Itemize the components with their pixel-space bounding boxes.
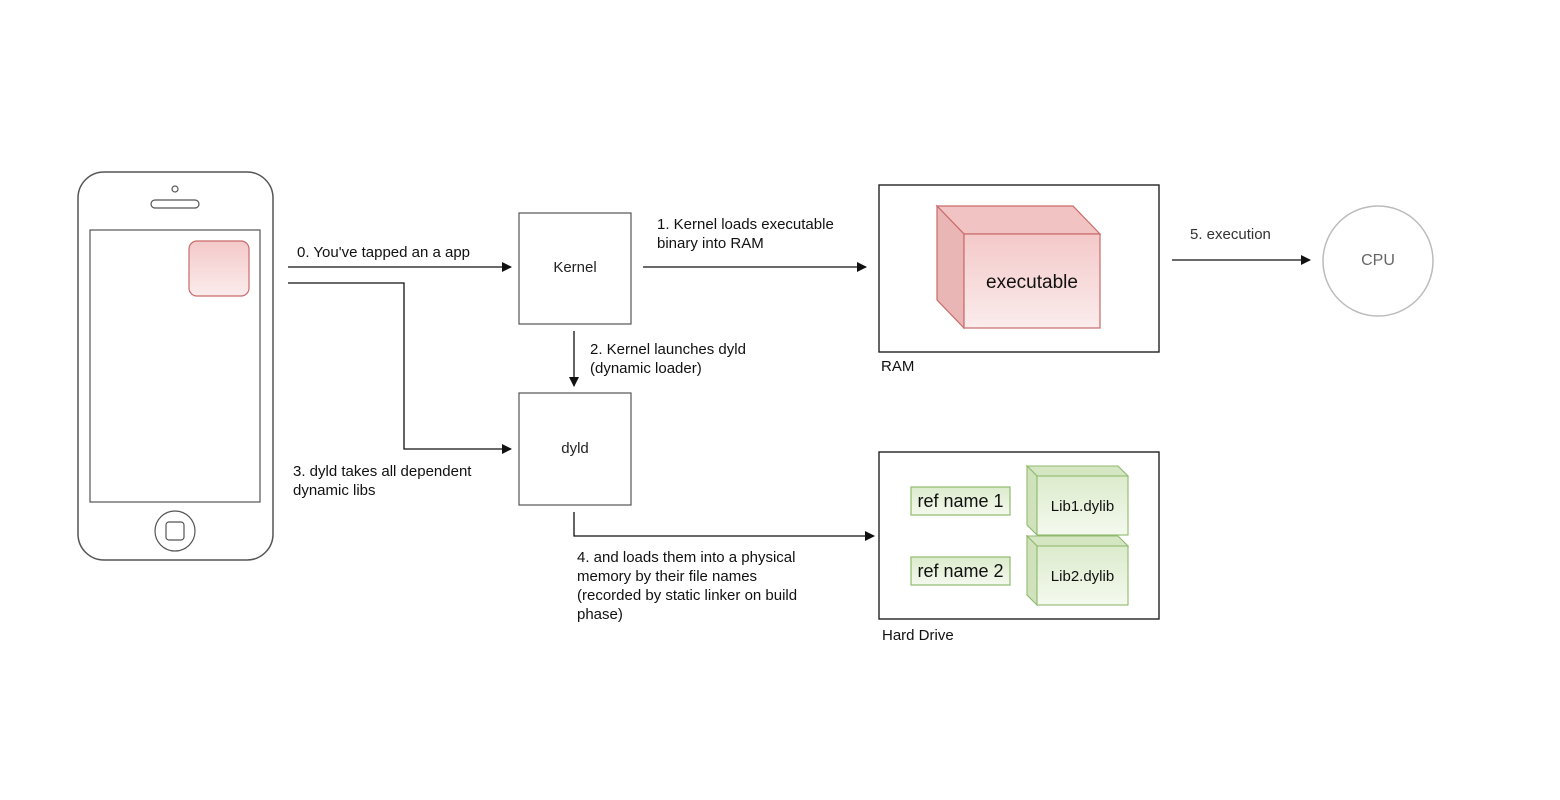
dyld-label: dyld: [561, 440, 589, 457]
cpu-circle: [1322, 205, 1434, 317]
cpu-label: CPU: [1361, 252, 1395, 269]
step-2-label: 2. Kernel launches dyld (dynamic loader): [590, 341, 746, 377]
step-4-label: 4. and loads them into a physical memory…: [577, 549, 798, 623]
app-icon: [188, 240, 250, 297]
step-3-label: 3. dyld takes all dependent dynamic libs: [293, 463, 472, 499]
dyld-box: [518, 392, 632, 506]
lib2-label: Lib2.dylib: [1050, 568, 1115, 585]
hard-drive-label: Hard Drive: [882, 627, 954, 644]
phone-icon: [77, 171, 274, 561]
kernel-label: Kernel: [553, 259, 597, 276]
ref-name-1-box: [910, 486, 1011, 516]
executable-label: executable: [986, 272, 1078, 293]
kernel-box: [518, 212, 632, 325]
arrow-dyld-to-hard-drive: [573, 512, 875, 541]
lib1-label: Lib1.dylib: [1050, 498, 1115, 515]
ref-name-2-box: [910, 556, 1011, 586]
arrow-phone-to-dyld: [288, 282, 512, 454]
step-1-label: 1. Kernel loads executable binary into R…: [657, 216, 834, 252]
ref-name-1-label: ref name 1: [917, 491, 1004, 511]
step-0-label: 0. You've tapped an a app: [297, 244, 471, 261]
ram-label: RAM: [881, 358, 915, 375]
executable-cube: [935, 204, 1102, 330]
lib2-cube: [1025, 534, 1130, 607]
step-5-label: 5. execution: [1190, 226, 1271, 243]
ref-name-2-label: ref name 2: [917, 561, 1004, 581]
lib1-cube: [1025, 464, 1130, 537]
